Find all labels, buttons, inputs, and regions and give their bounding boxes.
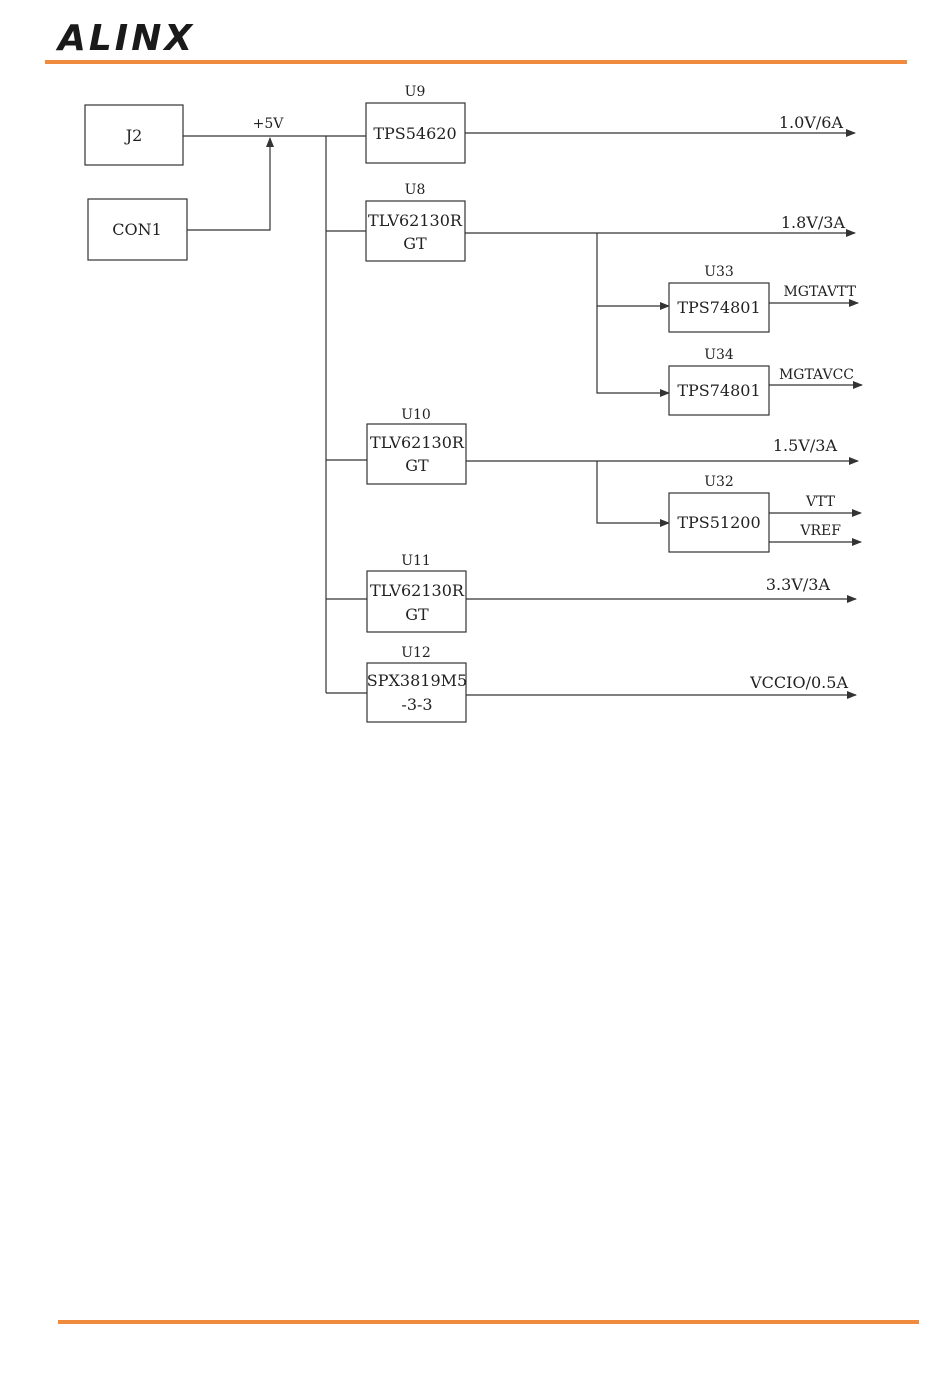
- u33-ref: U33: [704, 264, 734, 280]
- u32-input-wire: [597, 461, 669, 523]
- j2-label: J2: [124, 126, 143, 145]
- u10-ref: U10: [401, 407, 431, 423]
- u32-vref-label: VREF: [799, 523, 841, 539]
- u11-part-line1: TLV62130R: [370, 581, 465, 600]
- rail-5v-label: +5V: [253, 116, 285, 132]
- u9-output-label: 1.0V/6A: [779, 113, 844, 132]
- u34-input-wire: [597, 306, 669, 393]
- u8-ref: U8: [405, 182, 426, 198]
- con1-label: CON1: [112, 220, 162, 239]
- footer-rule: [58, 1320, 919, 1324]
- u32-ref: U32: [704, 474, 734, 490]
- block-u32: U32 TPS51200: [669, 474, 769, 552]
- u9-part: TPS54620: [373, 124, 456, 143]
- u32-vtt-label: VTT: [805, 494, 836, 510]
- source-j2: J2: [85, 105, 183, 165]
- u12-ref: U12: [401, 645, 431, 661]
- u33-part: TPS74801: [677, 298, 760, 317]
- u32-part: TPS51200: [677, 513, 760, 532]
- u10-output-label: 1.5V/3A: [773, 436, 838, 455]
- block-u34: U34 TPS74801: [669, 347, 769, 415]
- u12-output-label: VCCIO/0.5A: [749, 673, 848, 692]
- u34-part: TPS74801: [677, 381, 760, 400]
- con1-wire: [187, 138, 270, 230]
- block-u10: U10 TLV62130R GT: [367, 407, 466, 484]
- u11-output-label: 3.3V/3A: [766, 575, 831, 594]
- u34-output-label: MGTAVCC: [779, 367, 854, 383]
- u8-part-line1: TLV62130R: [368, 211, 463, 230]
- u12-part-line2: -3-3: [401, 695, 432, 714]
- block-u9: U9 TPS54620: [366, 84, 465, 163]
- u34-ref: U34: [704, 347, 734, 363]
- u33-input-wire: [597, 233, 669, 306]
- u9-ref: U9: [405, 84, 426, 100]
- u11-part-line2: GT: [405, 605, 429, 624]
- block-u8: U8 TLV62130R GT: [366, 182, 465, 261]
- u8-part-line2: GT: [403, 234, 427, 253]
- u10-part-line1: TLV62130R: [370, 433, 465, 452]
- u8-output-label: 1.8V/3A: [781, 213, 846, 232]
- u10-part-line2: GT: [405, 456, 429, 475]
- block-u33: U33 TPS74801: [669, 264, 769, 332]
- source-con1: CON1: [88, 199, 187, 260]
- u33-output-label: MGTAVTT: [783, 284, 856, 300]
- u12-part-line1: SPX3819M5: [367, 671, 467, 690]
- u11-ref: U11: [401, 553, 431, 569]
- block-u12: U12 SPX3819M5 -3-3: [367, 645, 467, 722]
- block-u11: U11 TLV62130R GT: [367, 553, 466, 632]
